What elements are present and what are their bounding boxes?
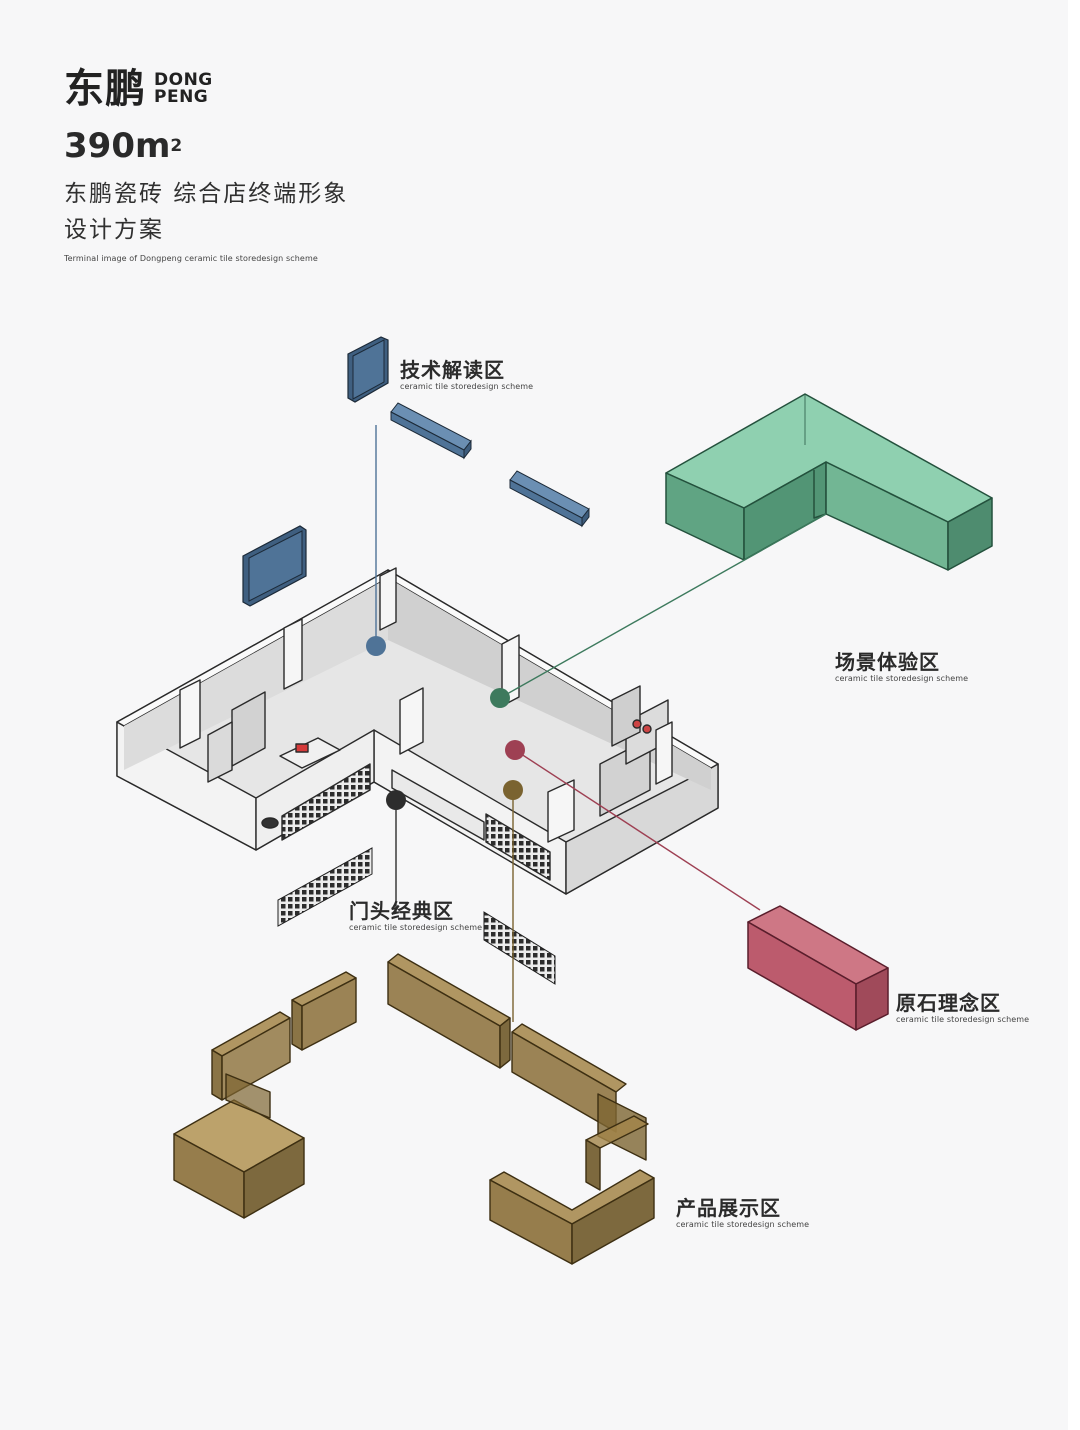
- zone-markers: [366, 636, 525, 810]
- product-shelf-right: [511, 1023, 649, 1191]
- facade-zone-marker: [386, 790, 406, 810]
- label-scene-zone-subtitle: ceramic tile storedesign scheme: [835, 674, 969, 683]
- title-english: Terminal image of Dongpeng ceramic tile …: [64, 254, 318, 263]
- logo-english-line1: DONG: [154, 70, 213, 90]
- title-line-1: 东鹏瓷砖 综合店终端形象: [64, 181, 349, 207]
- label-scene-zone: 场景体验区 ceramic tile storedesign scheme: [835, 650, 968, 684]
- label-facade-zone: 门头经典区 ceramic tile storedesign scheme: [349, 899, 482, 933]
- tech-bar-2: [509, 470, 590, 528]
- label-scene-zone-title: 场景体验区: [835, 650, 940, 674]
- page-edge-strip: [1068, 0, 1080, 1430]
- header: 东鹏 DONG PENG 390m2 东鹏瓷砖 综合店终端形象 设计方案 Ter…: [64, 66, 524, 263]
- tech-bar-1: [390, 402, 472, 460]
- leader-lines: [375, 425, 827, 1022]
- product-shelf-left-top: [291, 971, 357, 1051]
- scene-zone-marker: [490, 688, 510, 708]
- product-u-base: [489, 1169, 655, 1265]
- logo-english: DONG PENG: [154, 72, 213, 106]
- label-product-zone-title: 产品展示区: [676, 1196, 781, 1220]
- product-zone-marker: [503, 780, 523, 800]
- label-facade-zone-subtitle: ceramic tile storedesign scheme: [349, 923, 483, 932]
- logo-chinese: 东鹏: [64, 66, 146, 112]
- facade-zone-grilles: [277, 847, 556, 985]
- stone-zone-marker: [505, 740, 525, 760]
- tech-zone-panels: [242, 336, 590, 607]
- label-stone-zone-subtitle: ceramic tile storedesign scheme: [896, 1015, 1030, 1024]
- store-area-unit-sup: 2: [170, 136, 183, 156]
- title-line-2: 设计方案: [64, 217, 164, 243]
- brand-logo: 东鹏 DONG PENG: [64, 66, 524, 112]
- scene-zone-volume: [665, 393, 993, 571]
- label-tech-zone: 技术解读区 ceramic tile storedesign scheme: [400, 358, 533, 392]
- label-tech-zone-title: 技术解读区: [400, 358, 505, 382]
- columns: [179, 567, 673, 843]
- tech-zone-marker: [366, 636, 386, 656]
- logo-english-line2: PENG: [154, 87, 209, 107]
- stone-zone-volume: [747, 905, 889, 1031]
- product-zone-volumes: [173, 953, 655, 1265]
- label-stone-zone: 原石理念区 ceramic tile storedesign scheme: [896, 991, 1029, 1025]
- store-area-value: 390m: [64, 126, 171, 166]
- label-stone-zone-title: 原石理念区: [896, 991, 1001, 1015]
- label-facade-zone-title: 门头经典区: [349, 899, 454, 923]
- product-shelf-center: [387, 953, 511, 1069]
- tech-panel-upper: [347, 336, 389, 403]
- product-cube-left: [173, 1073, 305, 1219]
- store-floor-plan: [116, 567, 719, 895]
- label-tech-zone-subtitle: ceramic tile storedesign scheme: [400, 382, 534, 391]
- store-area: 390m2: [64, 124, 524, 168]
- label-product-zone-subtitle: ceramic tile storedesign scheme: [676, 1220, 810, 1229]
- tech-panel-lower: [242, 525, 307, 607]
- label-product-zone: 产品展示区 ceramic tile storedesign scheme: [676, 1196, 809, 1230]
